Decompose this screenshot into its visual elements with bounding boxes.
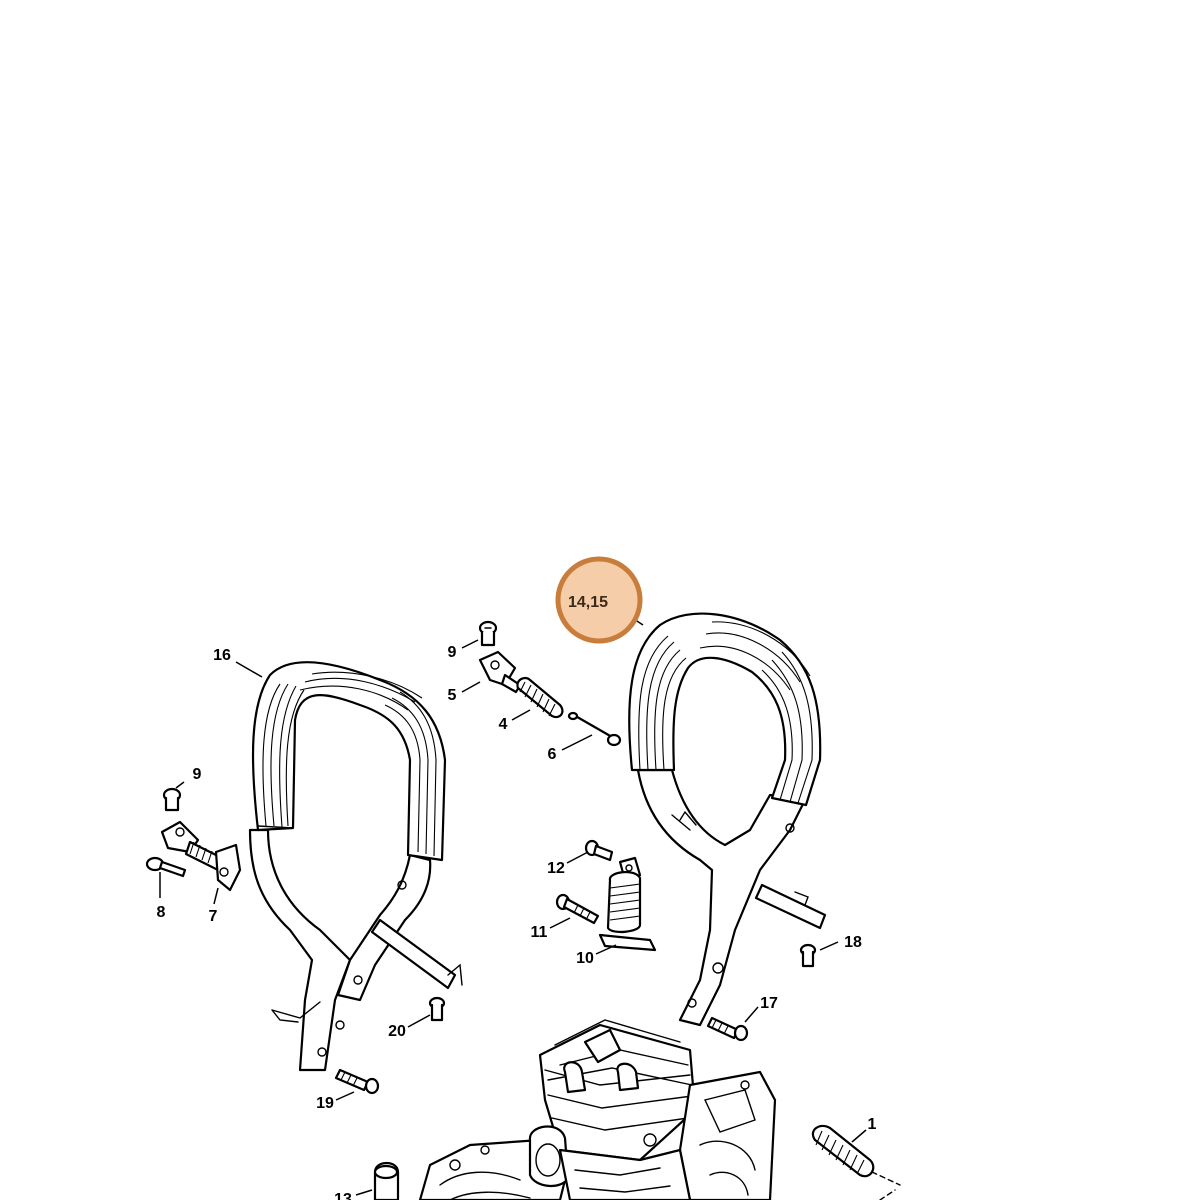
part-1-spring[interactable] — [811, 1124, 901, 1200]
part-10-buffer[interactable] — [598, 856, 657, 952]
callout-10: 10 — [576, 950, 594, 967]
callout-19: 19 — [316, 1095, 334, 1112]
callout-6: 6 — [548, 746, 557, 763]
part-14-15-handlebar[interactable] — [628, 612, 827, 1027]
callout-12: 12 — [547, 860, 565, 877]
callout-labels: 16 9 5 4 6 9 8 7 12 11 10 18 17 20 19 1 … — [157, 644, 877, 1200]
part-7-bracket-spring[interactable] — [160, 820, 242, 892]
part-4-spring[interactable] — [516, 676, 564, 719]
part-20-screw[interactable] — [428, 996, 446, 1022]
callout-17: 17 — [760, 995, 778, 1012]
part-19-screw[interactable] — [334, 1068, 380, 1095]
part-5-bracket[interactable] — [478, 650, 522, 694]
highlight-ring — [555, 556, 643, 644]
part-8-screw[interactable] — [145, 856, 187, 878]
part-9-screw-top[interactable] — [478, 620, 498, 647]
part-6-pin[interactable] — [567, 711, 622, 747]
part-16-handlebar[interactable] — [248, 661, 463, 1072]
callout-13: 13 — [334, 1191, 352, 1200]
highlight-label: 14,15 — [568, 594, 608, 611]
part-11-screw[interactable] — [555, 893, 600, 925]
part-18-screw[interactable] — [799, 943, 817, 968]
part-17-screw[interactable] — [706, 1016, 749, 1042]
callout-16: 16 — [213, 647, 231, 664]
callout-20: 20 — [388, 1023, 406, 1040]
callout-7: 7 — [209, 908, 218, 925]
part-12-screw[interactable] — [584, 839, 614, 862]
part-13-cap[interactable] — [373, 1161, 400, 1200]
highlight-marker[interactable]: 14,15 — [555, 556, 643, 644]
callout-9-left: 9 — [193, 766, 202, 783]
callout-5: 5 — [448, 687, 457, 704]
callout-11: 11 — [531, 924, 548, 941]
callout-8: 8 — [157, 904, 166, 921]
callout-9-top: 9 — [448, 644, 457, 661]
callout-1: 1 — [868, 1116, 877, 1133]
callout-4: 4 — [499, 716, 508, 733]
callout-18: 18 — [844, 934, 862, 951]
engine-block — [418, 1019, 777, 1200]
part-9-screw-left[interactable] — [162, 787, 182, 812]
